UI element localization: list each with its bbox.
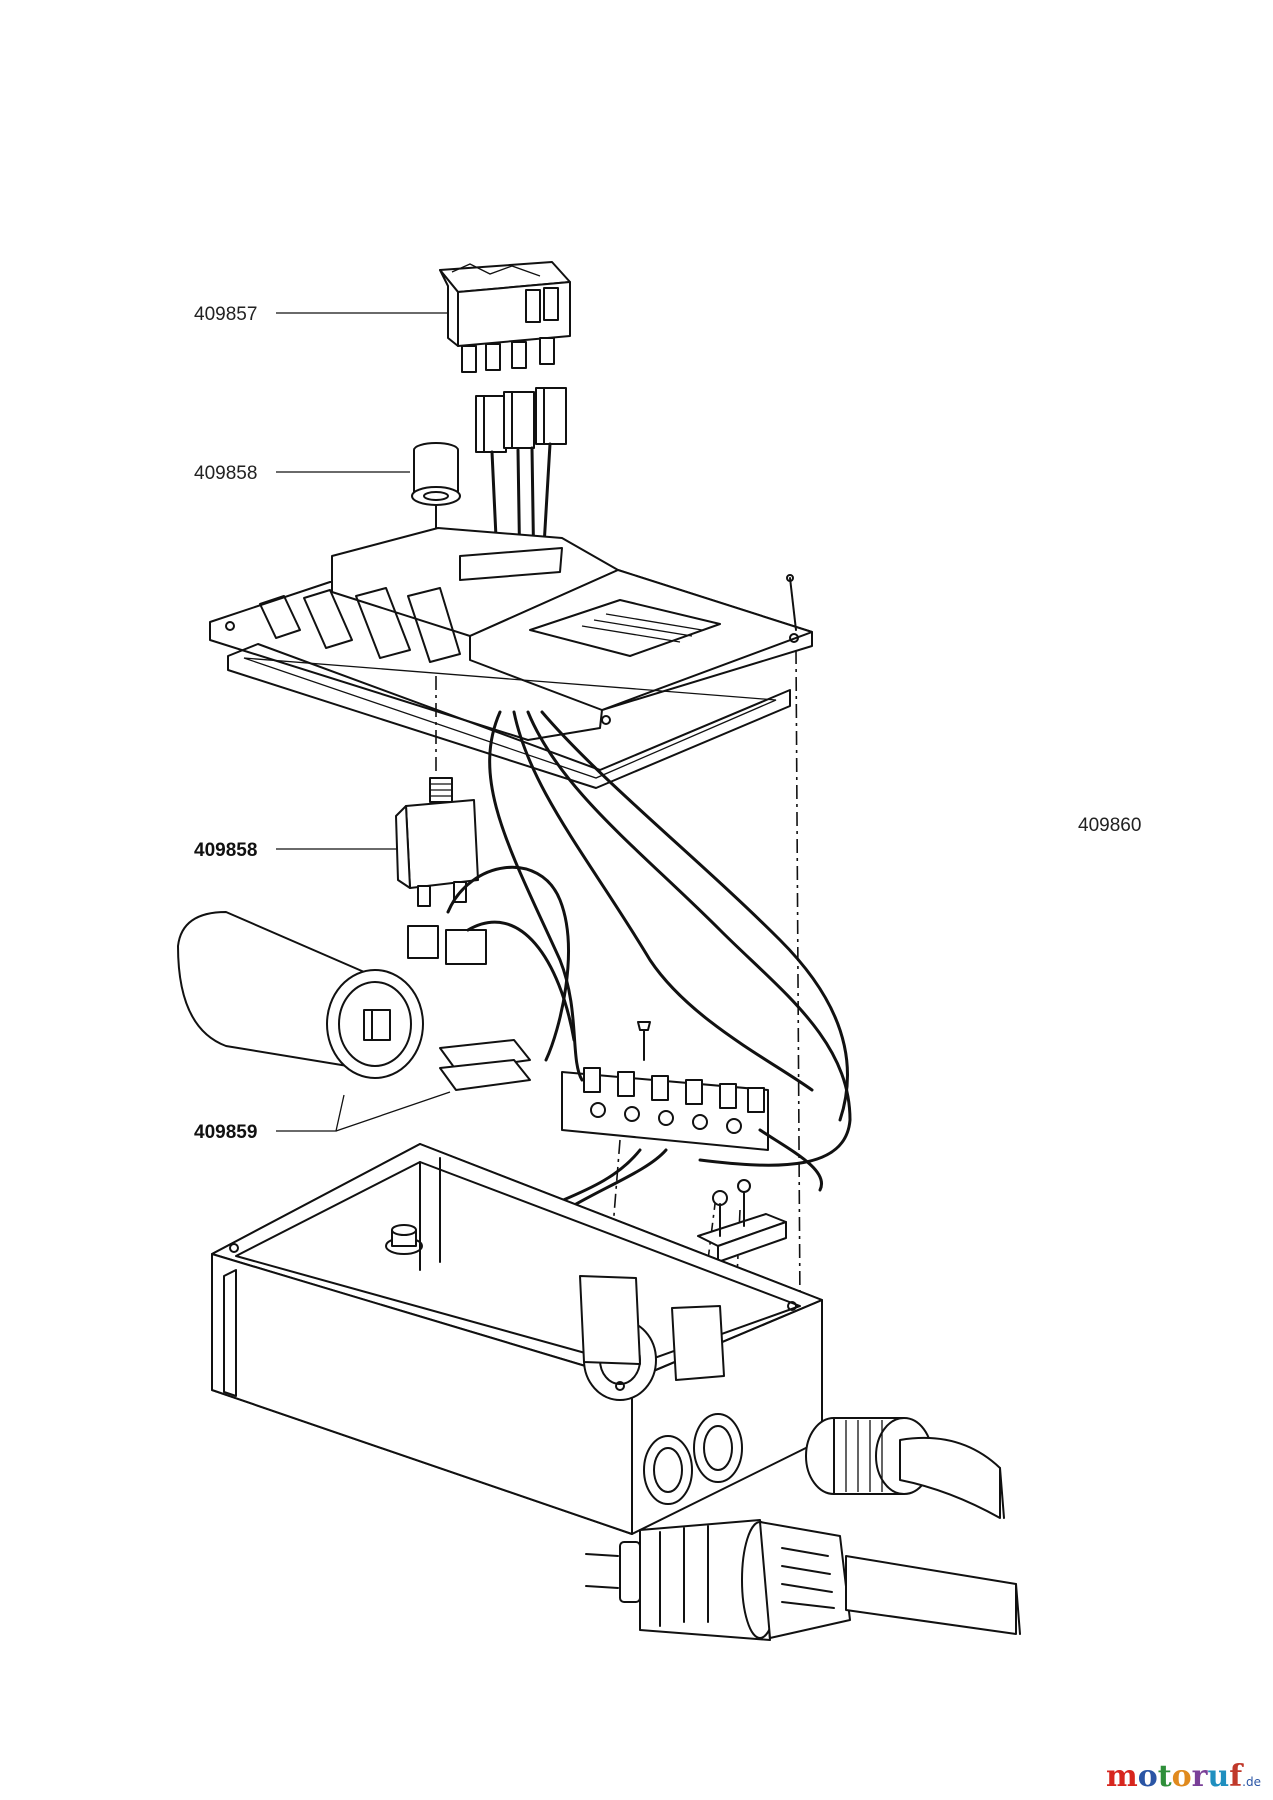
part-number-switch: 409857 <box>194 304 257 325</box>
lid-vent-slots <box>259 587 461 663</box>
brand-logo-text: motoruf <box>1106 1759 1242 1794</box>
leader-line-capacitor-b <box>335 1091 451 1132</box>
switch-connectors <box>475 387 567 582</box>
part-number-assembly: 409860 <box>1078 815 1141 836</box>
label-capacitor[interactable]: 409859 <box>194 1091 451 1143</box>
lid-gasket <box>227 643 791 789</box>
brand-letter: o <box>1137 1759 1158 1794</box>
part-number-overload: 409858 <box>194 840 257 861</box>
part-number-capacitor: 409859 <box>194 1122 257 1143</box>
terminal-block <box>439 1021 769 1151</box>
cable-gland <box>805 1417 1005 1519</box>
control-box-lid <box>209 527 813 741</box>
brand-letter: m <box>1106 1759 1138 1794</box>
brand-letter: u <box>1207 1759 1230 1794</box>
cable-entry-holes <box>643 1413 743 1505</box>
terminal-screws <box>583 1067 765 1134</box>
strain-relief-posts <box>579 1275 725 1381</box>
label-lamp[interactable]: 409858 <box>194 463 410 484</box>
wiring-harness <box>446 710 852 1382</box>
label-overload[interactable]: 409858 <box>194 840 404 861</box>
base-housing <box>211 1143 823 1535</box>
brand-letter: o <box>1171 1759 1192 1794</box>
part-number-lamp: 409858 <box>194 463 257 484</box>
capacitor <box>177 911 424 1079</box>
leader-line-capacitor-a <box>276 1094 345 1132</box>
brand-letter: r <box>1191 1759 1208 1794</box>
overload-protector <box>395 777 487 965</box>
mains-plug <box>585 1519 1021 1641</box>
plug-grip-ridges <box>781 1547 835 1609</box>
brand-letter: t <box>1157 1759 1172 1794</box>
housing-pillar <box>385 1224 423 1255</box>
lid-label-plate <box>529 599 721 657</box>
brand-logo-suffix: .de <box>1242 1775 1261 1789</box>
label-assembly[interactable]: 409860 <box>1078 815 1141 836</box>
brand-watermark: motoruf.de <box>1106 1759 1261 1794</box>
inner-channel <box>419 1157 441 1271</box>
label-switch[interactable]: 409857 <box>194 304 448 325</box>
rocker-switch <box>439 261 571 373</box>
cable-clamp <box>697 1179 787 1263</box>
brand-letter: f <box>1229 1759 1243 1794</box>
